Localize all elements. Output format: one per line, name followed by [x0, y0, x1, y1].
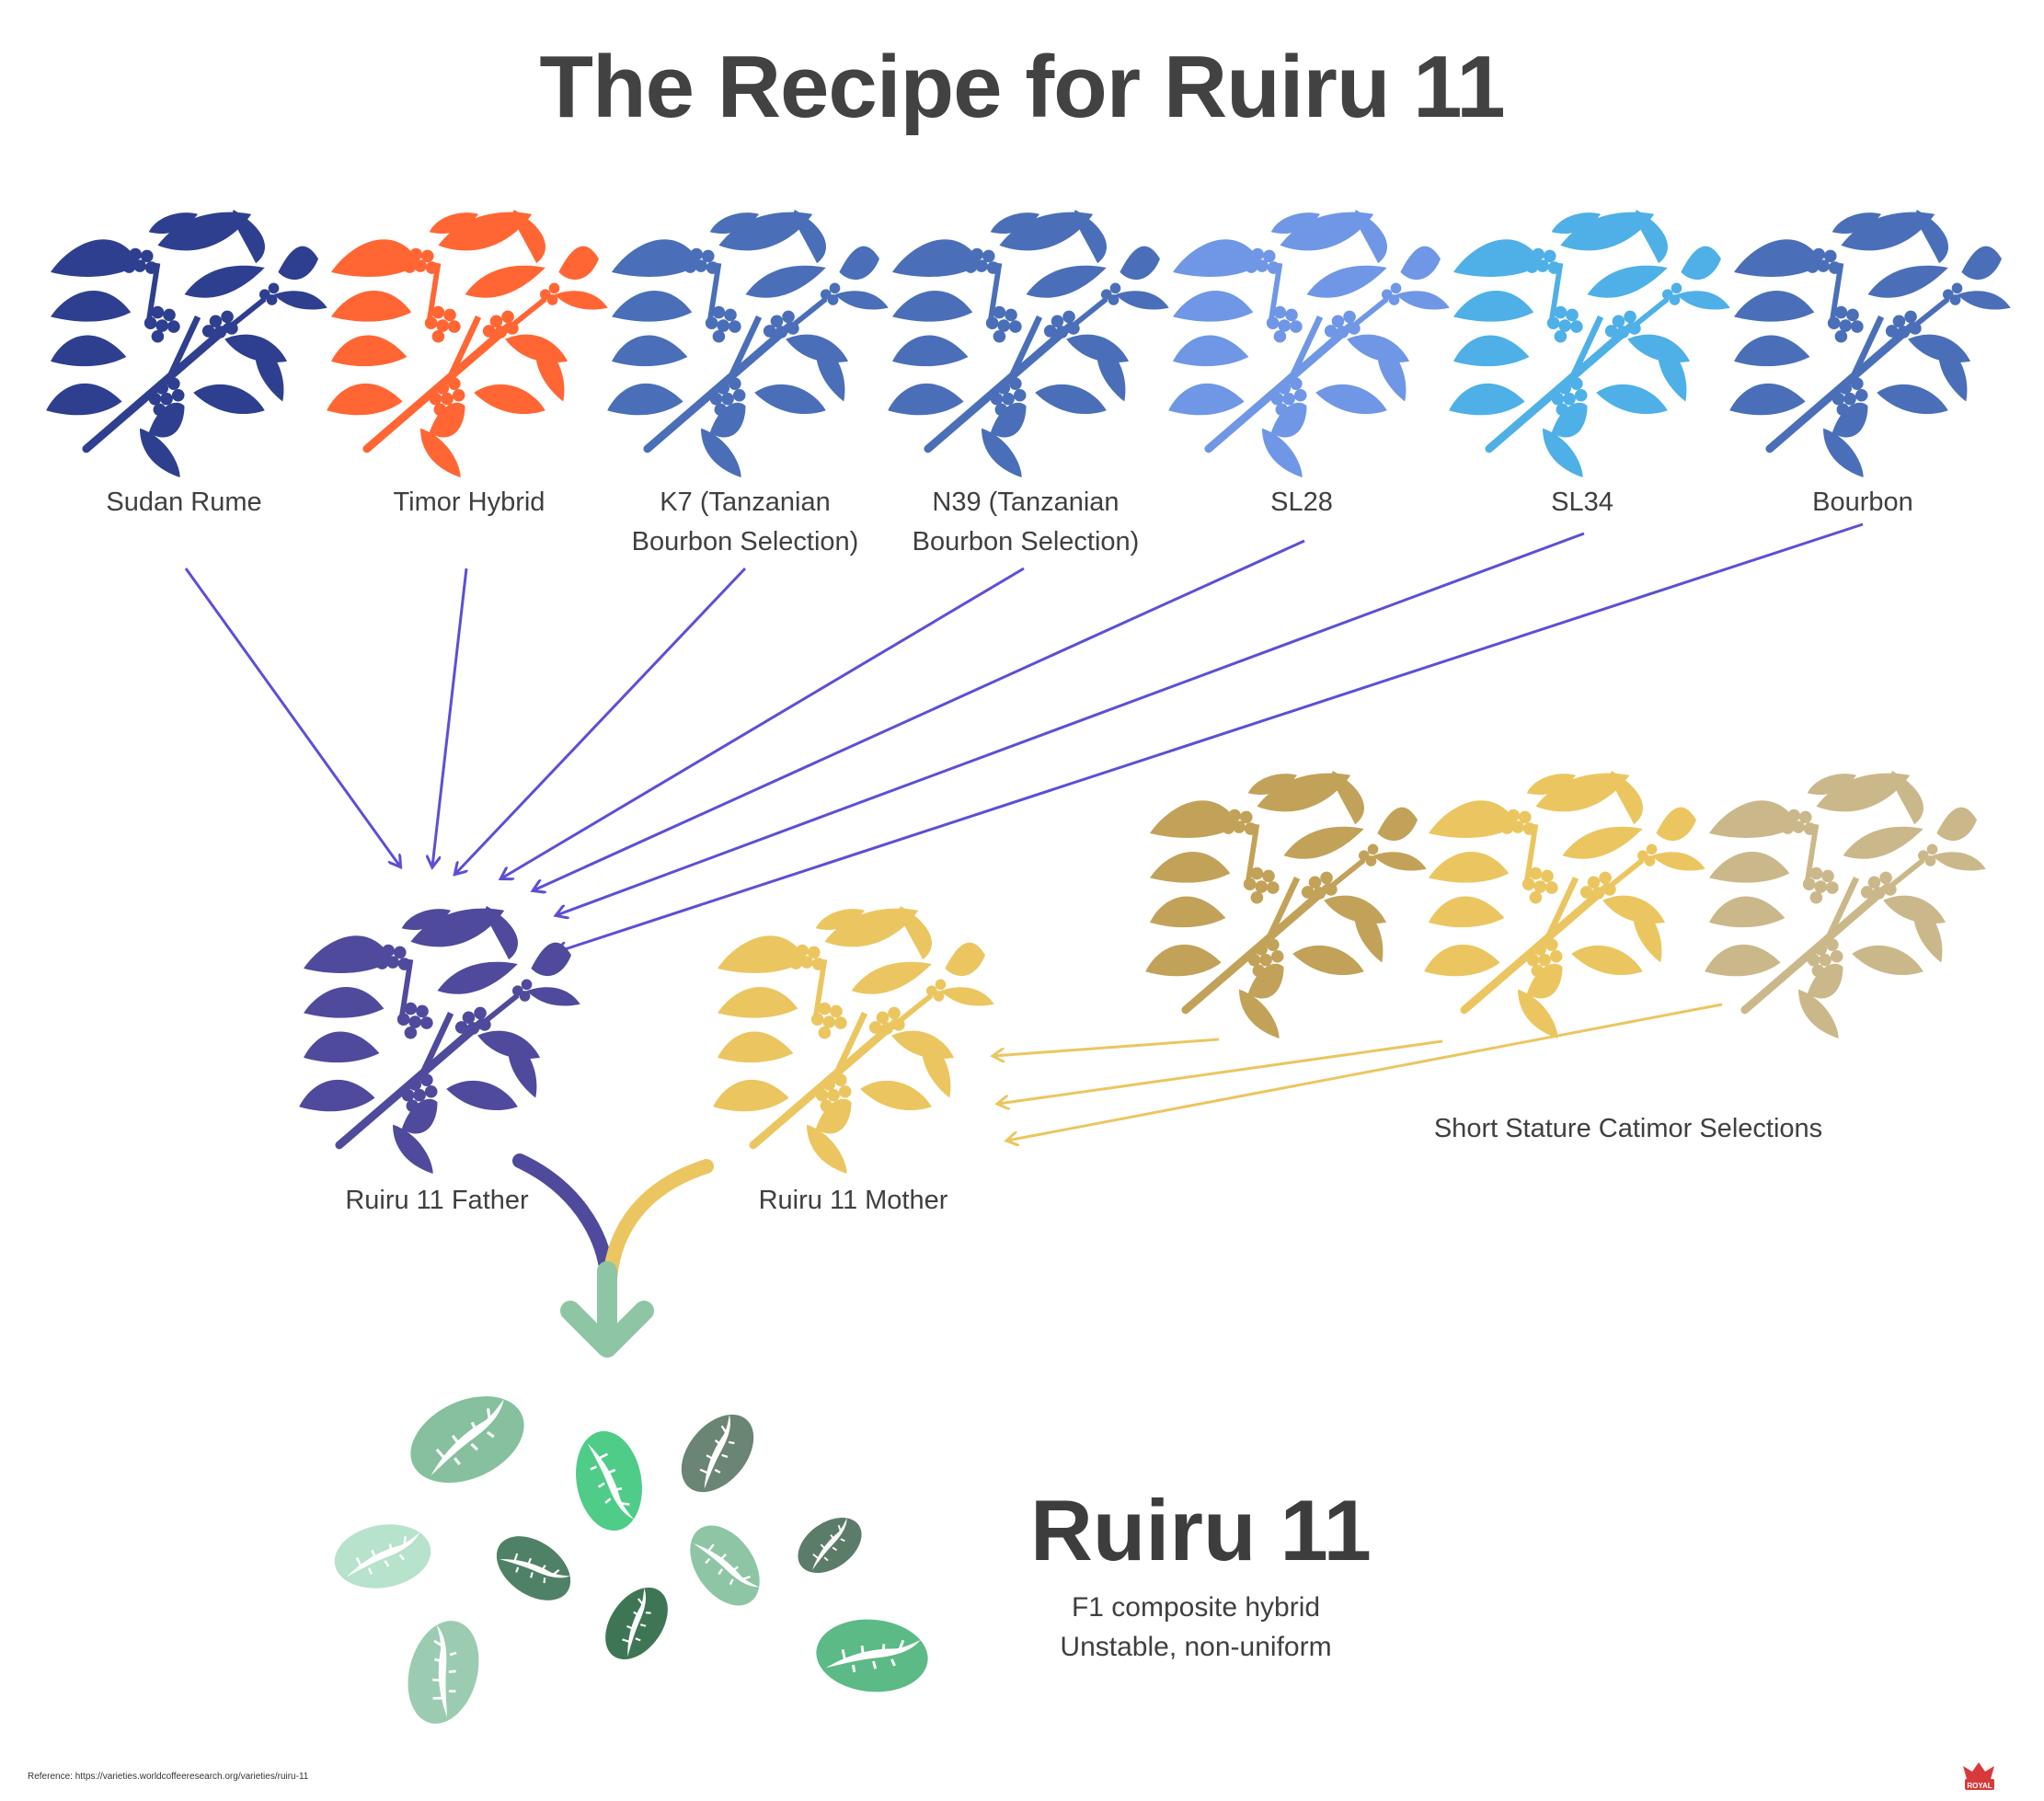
parent-arrow-5 [557, 532, 1585, 915]
parent-arrow-3 [501, 567, 1025, 878]
label-n39-line1: N39 (Tanzanian [932, 488, 1120, 517]
royal-crown-logo: ROYAL [1963, 1762, 1994, 1790]
label-timor-hybrid: Timor Hybrid [393, 488, 545, 517]
catimor-arrow-2 [1007, 1003, 1723, 1141]
bean-icon-7 [591, 1575, 682, 1672]
bean-icon-3 [327, 1516, 438, 1597]
catimor-branch-icon-0 [1145, 771, 1427, 1038]
parent-arrows [184, 522, 1864, 952]
page-title: The Recipe for Ruiru 11 [539, 38, 1505, 136]
label-father: Ruiru 11 Father [345, 1186, 529, 1215]
mother-branch [713, 906, 994, 1174]
bean-icon-8 [396, 1611, 491, 1734]
label-k7-line2: Bourbon Selection) [631, 527, 859, 556]
father-branch [299, 906, 580, 1174]
bean-icon-4 [483, 1521, 584, 1615]
branch-icon-0 [46, 210, 327, 477]
label-sl34: SL34 [1551, 488, 1613, 517]
coffee-beans [327, 1377, 933, 1734]
bean-icon-9 [811, 1613, 933, 1698]
label-n39-line2: Bourbon Selection) [912, 527, 1140, 556]
mother-branch-icon [713, 906, 994, 1174]
branch-icon-2 [607, 210, 889, 477]
parent-varieties [46, 210, 2011, 477]
branch-icon-6 [1729, 210, 2011, 477]
result-line-2: Unstable, non-uniform [1060, 1632, 1332, 1662]
label-n39: N39 (Tanzanian Bourbon Selection) [906, 483, 1145, 562]
branch-icon-5 [1449, 210, 1730, 477]
branch-icon-3 [888, 210, 1169, 477]
label-k7-line1: K7 (Tanzanian [660, 488, 831, 517]
bean-icon-0 [395, 1377, 540, 1502]
parent-arrow-2 [455, 567, 747, 874]
label-catimor: Short Stature Catimor Selections [1433, 1114, 1823, 1143]
parent-arrow-0 [184, 568, 400, 866]
parent-arrow-4 [534, 539, 1305, 890]
result-line-1: F1 composite hybrid [1071, 1592, 1321, 1623]
catimor-branch-icon-2 [1705, 771, 1986, 1038]
parent-arrow-6 [557, 522, 1864, 952]
mother-curve [603, 1159, 714, 1286]
label-sudan-rume: Sudan Rume [106, 488, 262, 517]
label-mother: Ruiru 11 Mother [758, 1186, 948, 1215]
father-branch-icon [299, 906, 580, 1174]
father-curve [512, 1153, 614, 1281]
catimor-arrow-1 [998, 1039, 1443, 1104]
branch-icon-1 [327, 210, 608, 477]
bean-icon-6 [787, 1505, 873, 1586]
result-title: Ruiru 11 [1030, 1482, 1372, 1578]
label-k7: K7 (Tanzanian Bourbon Selection) [626, 483, 865, 562]
catimor-branches [1145, 771, 1986, 1038]
label-sl28: SL28 [1270, 488, 1333, 517]
catimor-arrows [993, 1003, 1723, 1141]
logo-text: ROYAL [1967, 1782, 1992, 1790]
branch-icon-4 [1168, 210, 1450, 477]
bean-icon-5 [674, 1511, 775, 1620]
result-arrow-icon [560, 1261, 654, 1358]
reference-note: Reference: https://varieties.worldcoffee… [28, 1772, 309, 1782]
bean-icon-2 [665, 1399, 770, 1508]
catimor-branch-icon-1 [1424, 771, 1705, 1038]
label-bourbon: Bourbon [1812, 488, 1913, 517]
parent-arrow-1 [432, 568, 468, 866]
catimor-arrow-0 [993, 1038, 1220, 1056]
bean-icon-1 [567, 1424, 651, 1538]
